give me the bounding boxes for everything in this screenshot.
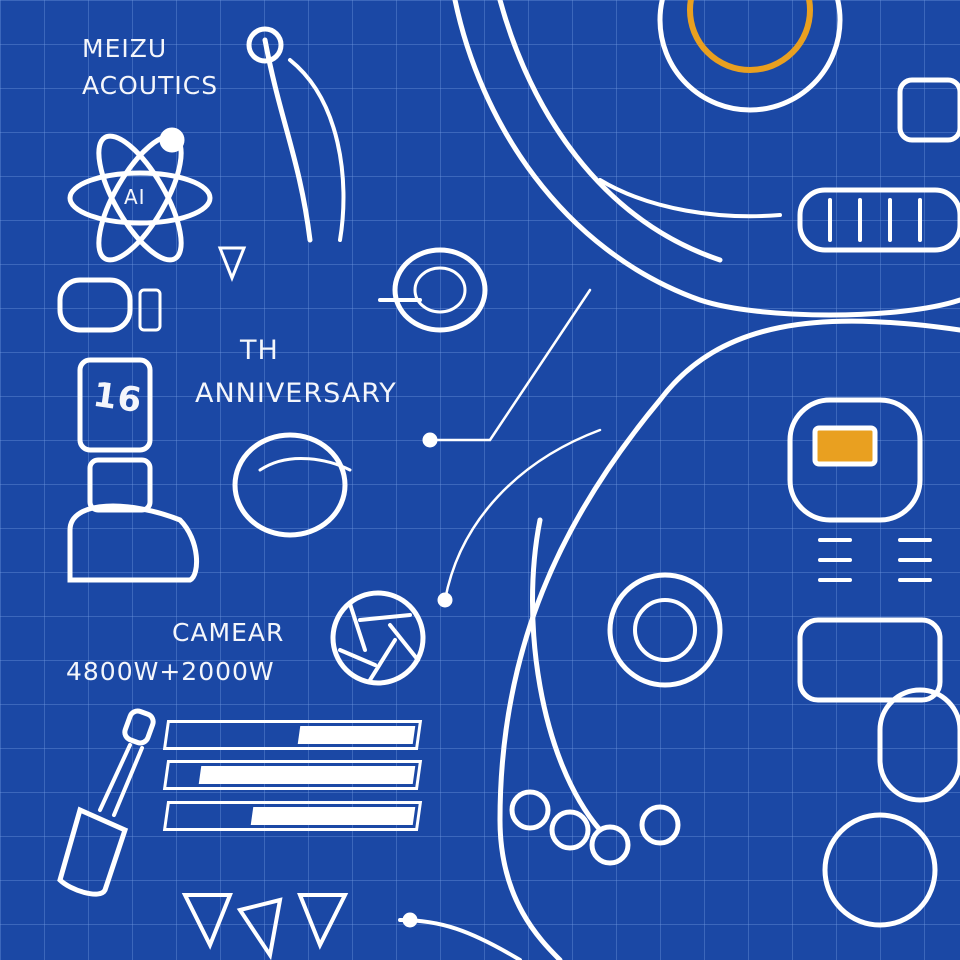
robot-chest-unit [787, 397, 923, 523]
screws-icon [181, 893, 349, 960]
gear-icon [378, 247, 488, 333]
leader-line [428, 288, 592, 442]
battery-indicator [812, 425, 878, 467]
atom-icon [67, 127, 213, 263]
progress-fill-1 [298, 726, 416, 744]
camera-aperture-icon [330, 590, 426, 686]
robot-joint [607, 572, 723, 688]
robot-head-outline [452, 0, 960, 318]
progress-bar-3 [162, 801, 423, 831]
screwdriver-icon [57, 708, 156, 897]
robot-head-inner [497, 0, 723, 263]
atom-label: AI [124, 185, 146, 209]
brand-line1: MEIZU [82, 34, 168, 63]
progress-fill-2 [198, 766, 416, 784]
sixteen-robot-leg [57, 277, 200, 583]
progress-bar-2 [162, 760, 423, 790]
gadget-icon [232, 432, 348, 538]
anniversary-number: 16 [90, 374, 145, 422]
robot-mouth [797, 187, 960, 253]
camera-spec: 4800W+2000W [66, 657, 275, 686]
robot-head-panel [897, 77, 960, 143]
anniversary-line1: TH [240, 335, 279, 366]
anniversary-line2: ANNIVERSARY [195, 378, 397, 409]
robot-body-outline [497, 318, 960, 960]
camera-label: CAMEAR [172, 618, 285, 647]
robot-eye-orange [687, 0, 813, 73]
brand-line2: ACOUTICS [82, 71, 219, 100]
screw-icon [217, 246, 247, 283]
robot-eye-ring [657, 0, 843, 113]
progress-fill-3 [250, 807, 416, 825]
progress-bar-1 [162, 720, 423, 750]
